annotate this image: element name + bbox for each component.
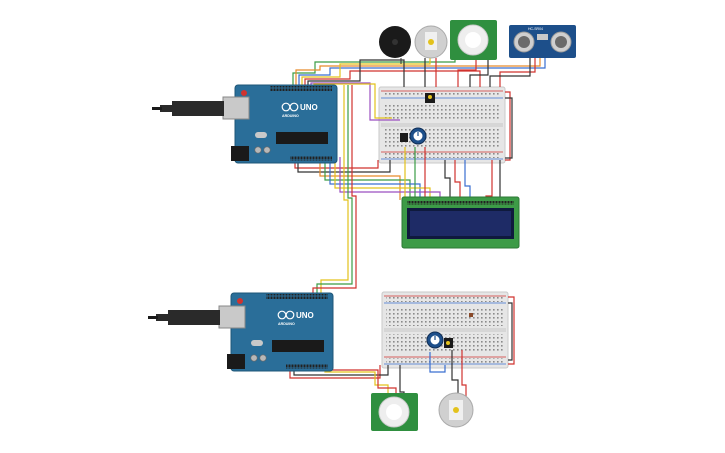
usb-cable-bottom xyxy=(148,310,220,325)
arduino-bottom-brand: ARDUINO xyxy=(278,322,295,326)
breadboard-top[interactable] xyxy=(378,86,506,164)
pir-sensor-top[interactable] xyxy=(450,20,497,60)
transistor-top[interactable] xyxy=(425,93,435,103)
potentiometer-top[interactable] xyxy=(409,127,427,145)
arduino-bottom[interactable]: UNO ARDUINO xyxy=(218,292,334,372)
pir-sensor-bottom[interactable] xyxy=(371,393,418,431)
wires-link xyxy=(312,85,357,293)
buzzer[interactable] xyxy=(379,26,411,64)
ultrasonic-sensor[interactable]: HC-SR04 xyxy=(509,25,576,58)
arduino-bottom-model: UNO xyxy=(296,311,314,320)
transistor-bottom[interactable] xyxy=(444,338,453,348)
led-bottom[interactable] xyxy=(469,313,473,317)
breadboard-bottom[interactable] xyxy=(381,291,509,369)
usb-cable-top xyxy=(152,101,224,116)
transistor-top-left[interactable] xyxy=(400,133,408,142)
dc-motor-bottom[interactable] xyxy=(438,392,474,428)
wires-top xyxy=(292,58,546,200)
arduino-top-brand: ARDUINO xyxy=(282,114,299,118)
dc-motor-top[interactable] xyxy=(414,25,448,59)
ultrasonic-label: HC-SR04 xyxy=(528,27,543,31)
lcd-display[interactable] xyxy=(401,196,520,249)
arduino-top[interactable]: UNO ARDUINO xyxy=(222,84,338,164)
arduino-top-model: UNO xyxy=(300,103,318,112)
potentiometer-bottom[interactable] xyxy=(426,331,444,349)
